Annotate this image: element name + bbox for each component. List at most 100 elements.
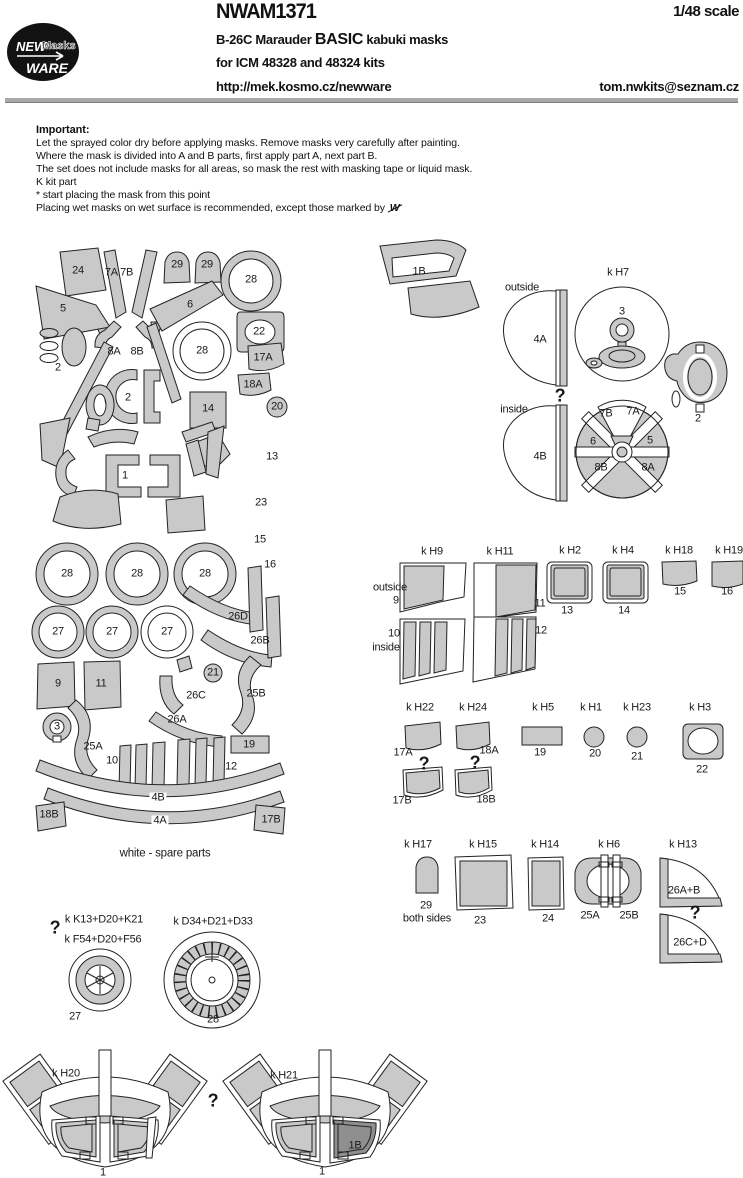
website-url[interactable]: http://mek.kosmo.cz/newware	[216, 79, 392, 94]
diagram-wheels	[68, 931, 261, 1029]
part-label: 18A	[243, 378, 263, 391]
part-label: 23	[474, 914, 486, 927]
part-label: 25A	[83, 740, 103, 753]
subject-post: kabuki masks	[363, 32, 449, 47]
part-label: 11	[95, 677, 107, 690]
crossed-nw-icon: W	[389, 202, 400, 214]
important-line: K kit part	[36, 176, 77, 188]
part-label: 12	[535, 624, 547, 637]
part-label: 19	[534, 746, 546, 759]
part-label: 27	[106, 625, 118, 638]
diagram-row-small-windows	[402, 721, 724, 798]
part-label: k H3	[689, 701, 711, 714]
sheet-title: NWAM1371	[216, 0, 317, 24]
part-label: 5	[647, 434, 653, 447]
part-label: 29	[420, 899, 432, 912]
part-label: outside	[372, 581, 408, 594]
part-label: k H11	[486, 545, 514, 558]
part-label: k H14	[531, 838, 559, 851]
part-label: ?	[469, 752, 481, 773]
part-label: 8A	[641, 461, 655, 474]
scale-label: 1/48 scale	[673, 3, 739, 20]
part-label: ?	[554, 385, 566, 406]
important-notes: Important: Let the sprayed color dry bef…	[36, 124, 616, 215]
part-label: outside	[504, 281, 540, 294]
part-label: 4A	[151, 814, 169, 827]
contact-email[interactable]: tom.nwkits@seznam.cz	[599, 79, 739, 94]
part-label: 7A 7B	[104, 266, 134, 279]
subject-pre: B-26C Marauder	[216, 32, 315, 47]
part-label: 6	[187, 298, 193, 311]
part-label: k H15	[469, 838, 497, 851]
logo-text-new: NEW	[16, 39, 48, 54]
part-label: 16	[721, 585, 733, 598]
part-label: 1	[100, 1166, 106, 1178]
part-label: k F54+D20+F56	[64, 933, 142, 946]
diagram-row-windows	[399, 560, 743, 685]
part-label: 22	[253, 325, 265, 338]
part-label: 24	[542, 912, 554, 925]
part-label: 28	[245, 273, 257, 286]
part-label: k D34+D21+D33	[173, 915, 253, 928]
part-label: k K13+D20+K21	[64, 913, 144, 926]
part-label: 26B	[250, 634, 270, 647]
part-label: 26C	[186, 689, 206, 702]
newware-logo: NEW Masks WARE	[7, 23, 79, 81]
part-label: 15	[254, 533, 266, 546]
part-label: 10	[106, 754, 118, 767]
part-label: 18A	[479, 744, 499, 757]
part-label: k H20	[52, 1067, 80, 1080]
part-label: inside	[372, 641, 400, 654]
part-label: inside	[500, 403, 528, 416]
important-line: The set does not include masks for all a…	[36, 163, 473, 175]
part-label: 26C+D	[673, 936, 707, 949]
part-label: 1B	[412, 265, 426, 278]
part-label: ?	[689, 902, 701, 923]
part-label: 1	[319, 1165, 325, 1178]
part-label: 10	[388, 627, 400, 640]
part-label: k H23	[623, 701, 651, 714]
logo-oval	[7, 23, 79, 81]
part-label: k H18	[665, 544, 693, 557]
diagram-nose-outside-4a	[503, 289, 568, 387]
logo-arrow-icon	[17, 51, 64, 61]
part-label: 21	[631, 750, 643, 763]
part-label: 9	[55, 677, 61, 690]
part-label: 28	[196, 344, 208, 357]
part-label: 20	[589, 747, 601, 760]
part-label: 2	[55, 361, 61, 374]
part-label: 8B	[130, 345, 144, 358]
part-label: both sides	[402, 912, 452, 925]
part-label: 1B	[348, 1139, 362, 1152]
part-label: 27	[52, 625, 64, 638]
part-label: k H13	[669, 838, 697, 851]
part-label: 27	[161, 625, 173, 638]
part-label: white - spare parts	[119, 847, 211, 860]
part-label: 2	[695, 412, 701, 425]
part-label: 4B	[149, 791, 167, 804]
part-label: 2	[125, 391, 131, 404]
part-label: 28	[61, 567, 73, 580]
part-label: 16	[264, 558, 276, 571]
mask-sheet	[31, 247, 288, 835]
diagram-nose-glazing-segments	[574, 399, 670, 499]
part-label: k H17	[404, 838, 432, 851]
part-label: 22	[696, 763, 708, 776]
part-label: 25B	[619, 909, 639, 922]
part-label: 8A	[107, 345, 121, 358]
subject-basic: BASIC	[314, 31, 364, 48]
part-label: 29	[201, 258, 213, 271]
important-line: Where the mask is divided into A and B p…	[36, 150, 378, 162]
part-label: 13	[266, 450, 278, 463]
part-label: 13	[561, 604, 573, 617]
part-label: 15	[674, 585, 686, 598]
important-line: Let the sprayed color dry before applyin…	[36, 137, 460, 149]
part-label: k H19	[715, 544, 743, 557]
diagram-part-1b	[379, 239, 480, 318]
part-label: 4A	[533, 333, 547, 346]
important-line: * start placing the mask from this point	[36, 189, 210, 201]
part-label: k H22	[406, 701, 434, 714]
part-label: k H1	[580, 701, 602, 714]
